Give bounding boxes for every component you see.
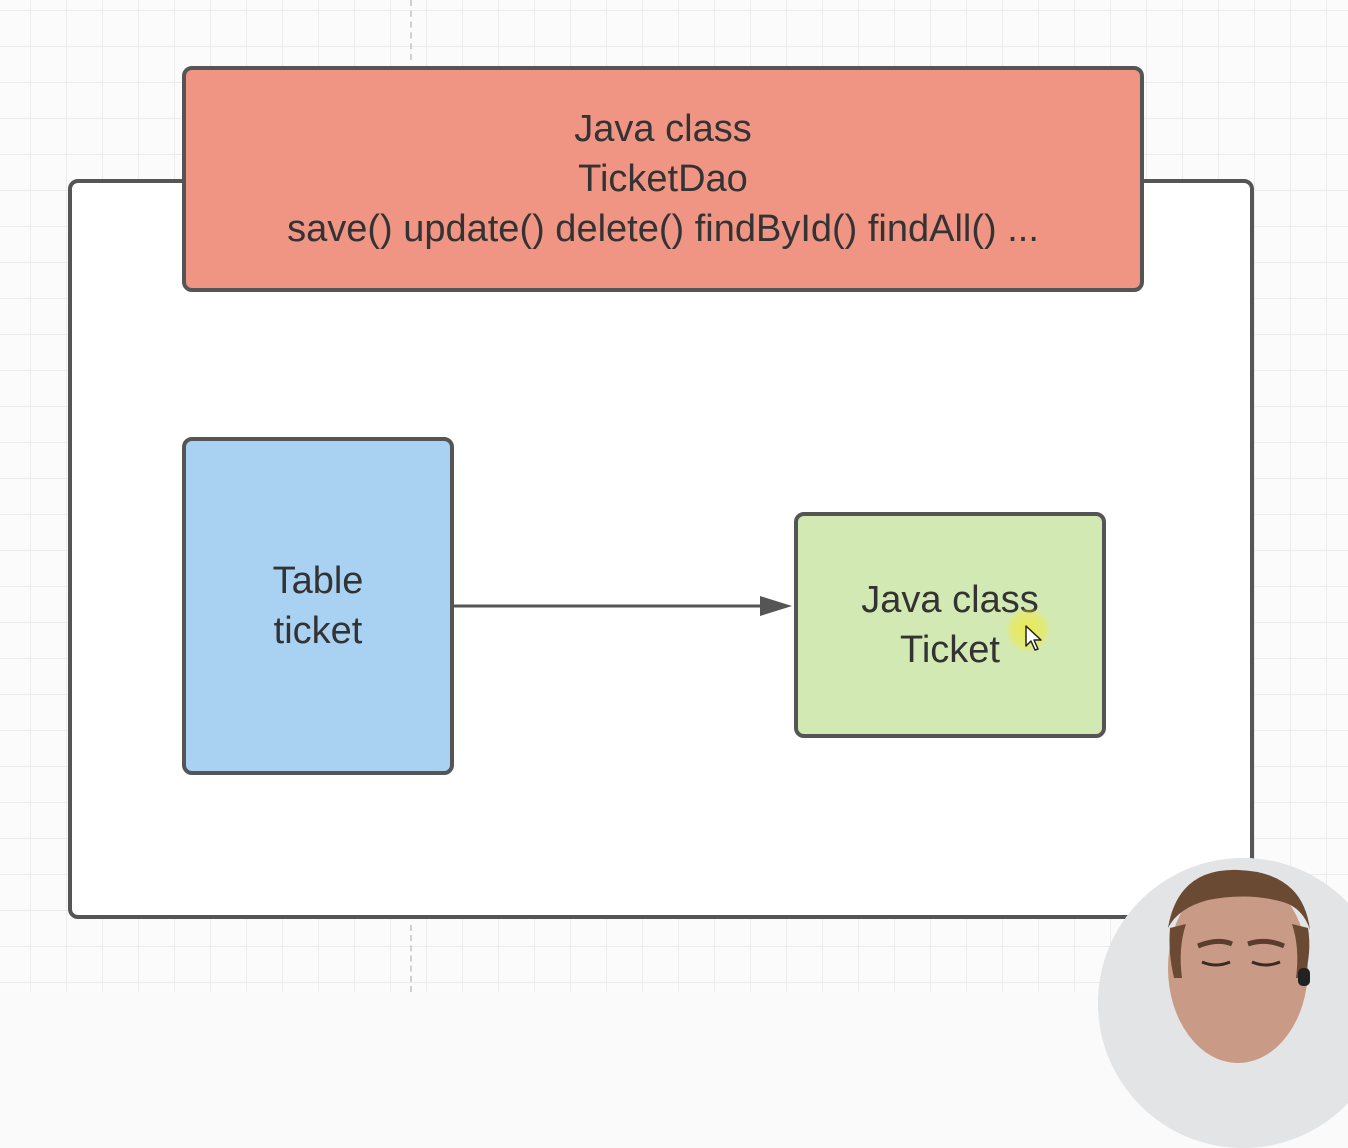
- dao-box-line-1: Java class: [574, 108, 752, 150]
- dao-box-line-3: save() update() delete() findById() find…: [287, 208, 1039, 250]
- dao-box-line-2: TicketDao: [578, 158, 748, 200]
- table-box-line-2: ticket: [273, 610, 363, 652]
- guide-line-top: [410, 0, 412, 60]
- ticket-class-box[interactable]: Java class Ticket: [794, 512, 1106, 738]
- ticket-box-line-2: Ticket: [900, 629, 1000, 671]
- ticket-dao-box[interactable]: Java class TicketDao save() update() del…: [182, 66, 1144, 292]
- table-box-line-1: Table: [272, 560, 364, 602]
- table-ticket-box[interactable]: Table ticket: [182, 437, 454, 775]
- mouse-pointer-icon: [1025, 625, 1042, 651]
- ticket-box-line-1: Java class: [861, 579, 1039, 621]
- guide-line-bottom: [410, 925, 412, 992]
